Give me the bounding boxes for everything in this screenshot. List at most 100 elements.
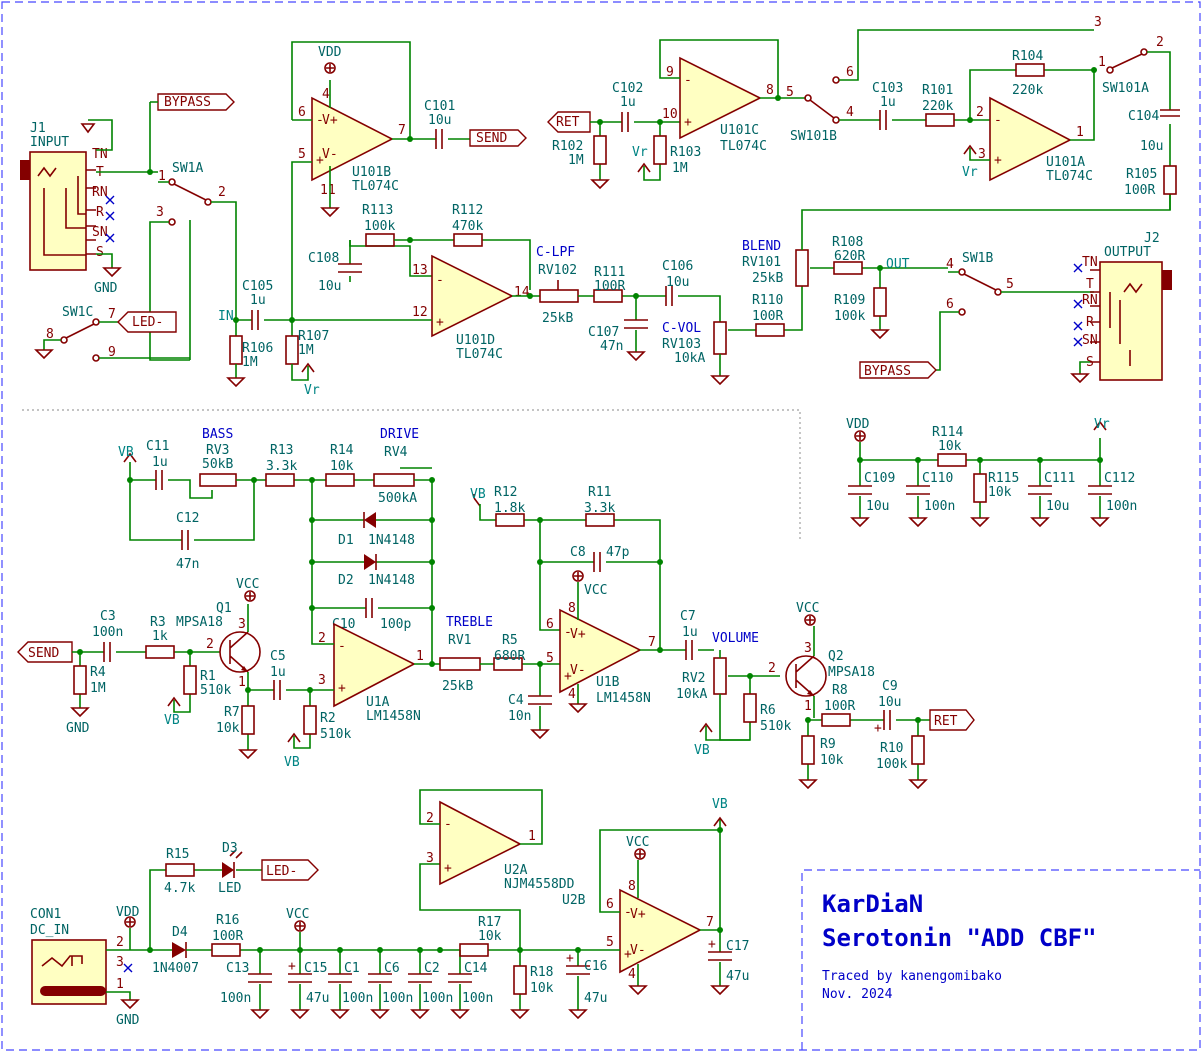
d2-ref: D2 [338, 573, 354, 588]
j1-gnd-label: GND [94, 281, 118, 296]
net-clpf: C-LPF [536, 245, 575, 260]
r106-ref: R106 [242, 341, 273, 356]
r107-ref: R107 [298, 329, 329, 344]
r2-val: 510k [320, 727, 351, 742]
u101b-minus: - [316, 113, 324, 128]
vr-r103: Vr [632, 145, 648, 160]
d3-val: LED [218, 881, 242, 896]
u101b-vminus: V- [322, 147, 338, 162]
u101c-minus: - [684, 73, 692, 88]
c12-ref: C12 [176, 511, 199, 526]
c11-ref: C11 [146, 439, 169, 454]
c15-ref: C15 [304, 961, 327, 976]
r112-ref: R112 [452, 203, 483, 218]
sw1c-pin8: 8 [46, 327, 54, 342]
r13-val: 3.3k [266, 459, 297, 474]
send-label-top: SEND [476, 131, 507, 146]
u1b-ref: U1B [596, 675, 620, 690]
r1-ref: R1 [200, 669, 216, 684]
u1a-pin3: 3 [318, 673, 326, 688]
j1-ref: J1 [30, 121, 46, 136]
d4-ref: D4 [172, 925, 188, 940]
c5-val: 1u [270, 665, 286, 680]
u101a-pin3: 3 [978, 147, 986, 162]
j1-name: INPUT [30, 135, 69, 150]
sw1a-pin1: 1 [158, 169, 166, 184]
c15-val: 47u [306, 991, 329, 1006]
vcc-q1: VCC [236, 577, 259, 592]
r12-ref: R12 [494, 485, 517, 500]
j2-name: OUTPUT [1104, 245, 1151, 260]
rv4-val: 500kA [378, 491, 417, 506]
r7-ref: R7 [224, 705, 240, 720]
sw1c-pin9: 9 [108, 345, 116, 360]
c9-plus: + [874, 721, 882, 736]
vb-r2: VB [284, 755, 300, 770]
q2-pin3: 3 [804, 641, 812, 656]
title-block-frame [801, 869, 1200, 1050]
q1-pin2: 2 [206, 637, 214, 652]
u2a-minus: - [444, 817, 452, 832]
ret-label-mid: RET [934, 714, 958, 729]
r5-ref: R5 [502, 633, 518, 648]
c108-val: 10u [318, 279, 341, 294]
u101b-vplus: V+ [322, 113, 338, 128]
title-line2: Serotonin "ADD CBF" [822, 924, 1097, 952]
j2-pin-r: R [1086, 315, 1094, 330]
r101-val: 220k [922, 99, 953, 114]
c17-plus: + [708, 937, 716, 952]
u1a-minus: - [338, 639, 346, 654]
r8-ref: R8 [832, 683, 848, 698]
r10-val: 100k [876, 757, 907, 772]
sw1c-pin7: 7 [108, 307, 116, 322]
r114-ref: R114 [932, 425, 963, 440]
sw101b-pin4: 4 [846, 105, 854, 120]
u2a-ref: U2A [504, 863, 528, 878]
u2b-pin8: 8 [628, 879, 636, 894]
net-volume: VOLUME [712, 631, 759, 646]
rv1-val: 25kB [442, 679, 473, 694]
r13-ref: R13 [270, 443, 293, 458]
d1-val: 1N4148 [368, 533, 415, 548]
u101d-pin12: 12 [412, 305, 428, 320]
c9-val: 10u [878, 695, 901, 710]
c103-val: 1u [880, 95, 896, 110]
r16-val: 100R [212, 929, 243, 944]
q1-pin3: 3 [238, 617, 246, 632]
u1a-pin2: 2 [318, 631, 326, 646]
c107-ref: C107 [588, 325, 619, 340]
u2a-plus: + [444, 861, 452, 876]
r110-ref: R110 [752, 293, 783, 308]
gnd-r4: GND [66, 721, 90, 736]
r113-val: 100k [364, 219, 395, 234]
r109-ref: R109 [834, 293, 865, 308]
net-treble: TREBLE [446, 615, 493, 630]
sw1a-ref: SW1A [172, 161, 203, 176]
j2-pin-rn: RN [1082, 293, 1098, 308]
c104-ref: C104 [1128, 109, 1159, 124]
u2b-vplus: V+ [630, 907, 646, 922]
u1a-opamp [333, 622, 416, 708]
con1-pin2: 2 [116, 935, 124, 950]
rv103-ref: RV103 [662, 337, 701, 352]
c109-val: 10u [866, 499, 889, 514]
con1-pin3: 3 [116, 955, 124, 970]
c16-ref: C16 [584, 959, 607, 974]
c9-ref: C9 [882, 679, 898, 694]
c13-val: 100n [220, 991, 251, 1006]
r16-ref: R16 [216, 913, 239, 928]
u1b-type: LM1458N [596, 691, 651, 706]
c17-ref: C17 [726, 939, 749, 954]
j2-pin-tn: TN [1082, 255, 1098, 270]
c112-val: 100n [1106, 499, 1137, 514]
u101a-pin2: 2 [976, 105, 984, 120]
c1-val: 100n [342, 991, 373, 1006]
c106-ref: C106 [662, 259, 693, 274]
vdd-filter: VDD [846, 417, 870, 432]
c2-val: 100n [422, 991, 453, 1006]
u101b-pin6: 6 [298, 105, 306, 120]
r17-ref: R17 [478, 915, 501, 930]
r115-ref: R115 [988, 471, 1019, 486]
r111-ref: R111 [594, 265, 625, 280]
u101c-plus: + [684, 115, 692, 130]
